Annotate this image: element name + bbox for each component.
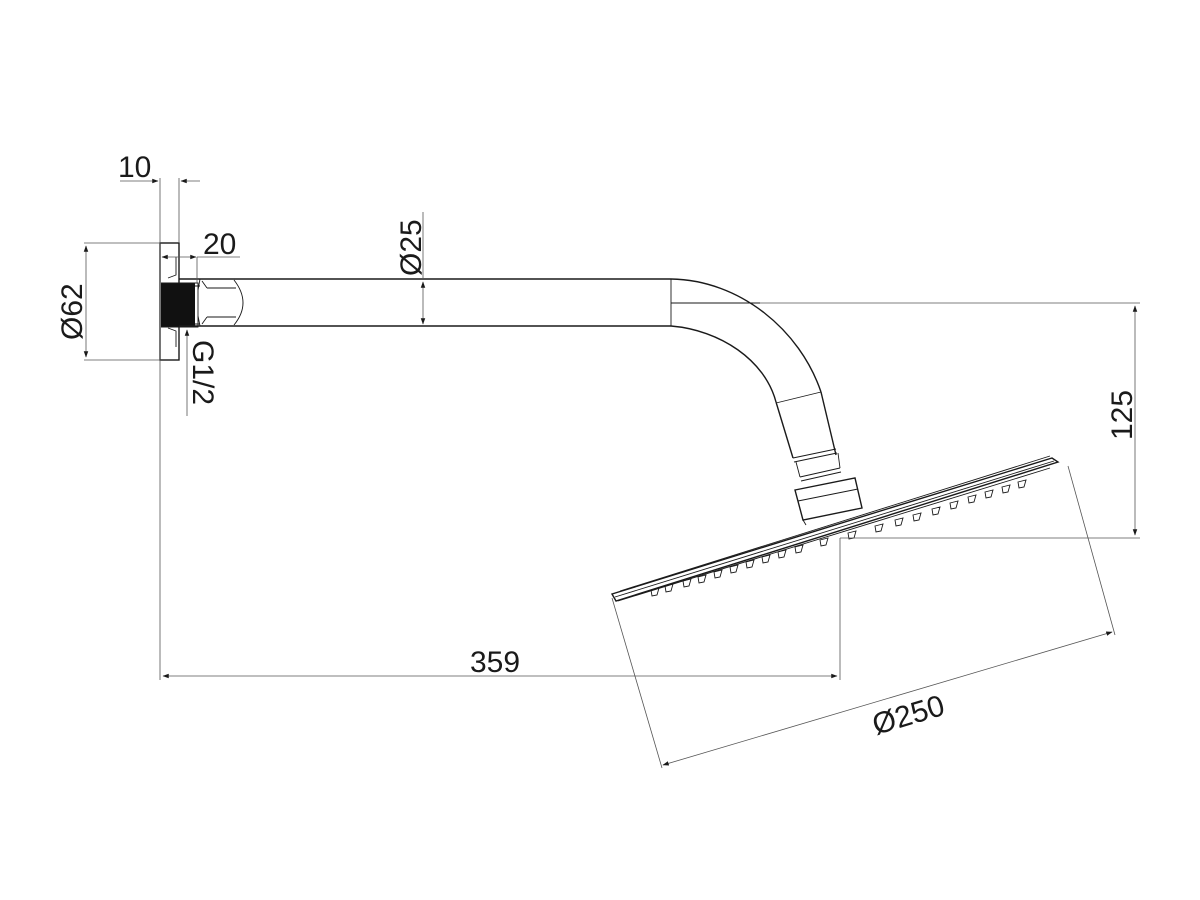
threaded-connector: [161, 282, 200, 328]
label-flange-thickness: 10: [118, 151, 151, 184]
label-head-diameter: Ø250: [869, 689, 949, 741]
label-arm-diameter: Ø25: [395, 219, 428, 276]
dim-flange-thickness: 10: [118, 151, 200, 184]
dim-arm-diameter: Ø25: [395, 212, 428, 325]
dim-projection-length: 359: [162, 538, 841, 680]
label-flange-diameter: Ø62: [56, 283, 89, 340]
dim-flange-diameter: Ø62: [56, 242, 160, 361]
label-thread-depth: 20: [203, 228, 236, 261]
dim-thread-size: G1/2: [184, 329, 219, 416]
label-projection-length: 359: [470, 646, 520, 679]
nozzles: [650, 479, 1027, 597]
dim-drop-height: 125: [760, 302, 1140, 539]
dim-head-diameter: Ø250: [611, 465, 1116, 769]
dim-thread-depth: 20: [161, 228, 240, 283]
label-drop-height: 125: [1106, 390, 1139, 440]
label-thread-size: G1/2: [186, 340, 219, 405]
shower-arm: [179, 278, 863, 526]
shower-head: [610, 455, 1060, 602]
